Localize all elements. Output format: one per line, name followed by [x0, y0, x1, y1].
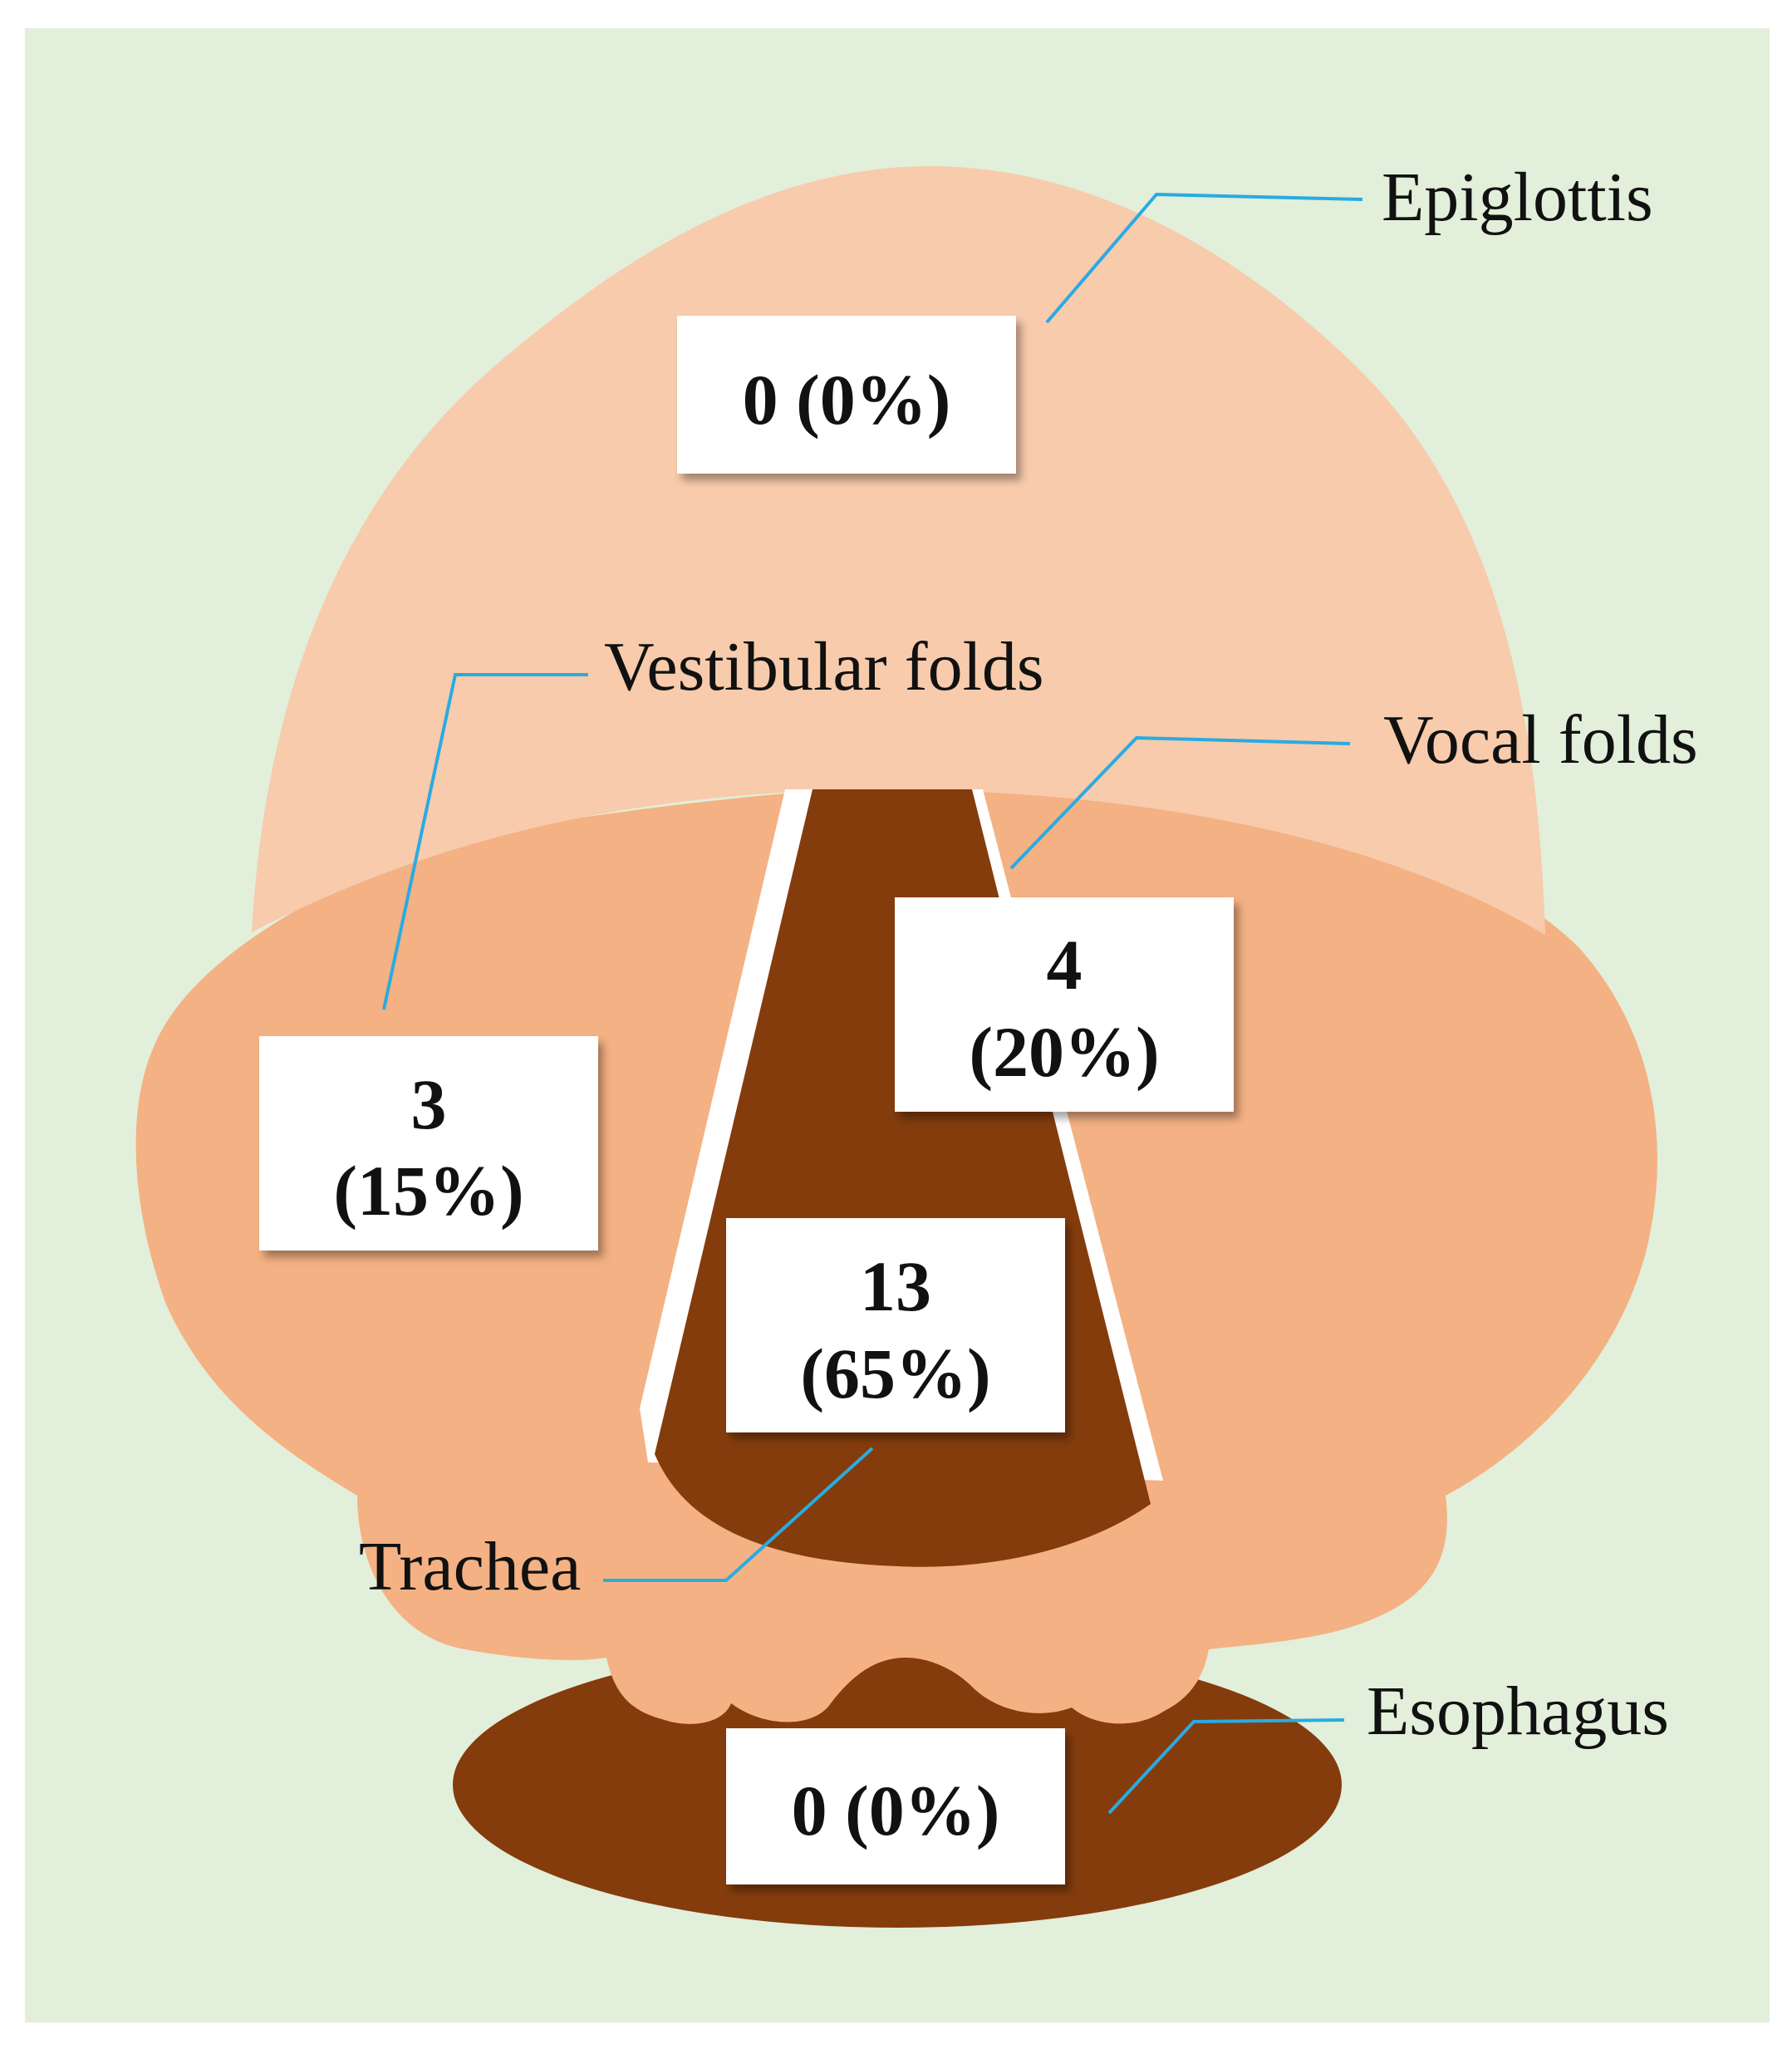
epiglottis-shape	[252, 166, 1545, 935]
vestibular-folds-label: Vestibular folds	[604, 628, 1044, 705]
epiglottis-label: Epiglottis	[1382, 159, 1653, 236]
esophagus-label: Esophagus	[1367, 1673, 1669, 1750]
vestibular-value-percent: (15%)	[333, 1151, 523, 1231]
esophagus-leader	[1107, 1718, 1345, 1815]
vestibular-leader	[382, 673, 588, 1010]
vestibular-value-box: 3 (15%)	[259, 1036, 598, 1251]
trachea-value-count: 13	[860, 1246, 931, 1326]
epiglottis-leader	[1045, 192, 1363, 324]
vestibular-value-count: 3	[411, 1064, 447, 1144]
vocal-folds-leader	[1009, 735, 1351, 870]
trachea-value-box: 13 (65%)	[726, 1218, 1065, 1432]
vocal-folds-value-box: 4 (20%)	[895, 897, 1234, 1112]
vocal-folds-value-count: 4	[1047, 925, 1083, 1005]
trachea-label: Trachea	[359, 1528, 581, 1605]
epiglottis-value-box: 0 (0%)	[677, 316, 1016, 474]
trachea-value-percent: (65%)	[800, 1334, 990, 1413]
vocal-folds-label: Vocal folds	[1383, 701, 1698, 779]
vocal-folds-value-percent: (20%)	[969, 1012, 1159, 1092]
esophagus-value: 0 (0%)	[792, 1771, 1000, 1850]
trachea-leader	[603, 1447, 874, 1582]
esophagus-value-box: 0 (0%)	[726, 1728, 1065, 1884]
epiglottis-value: 0 (0%)	[743, 360, 951, 440]
